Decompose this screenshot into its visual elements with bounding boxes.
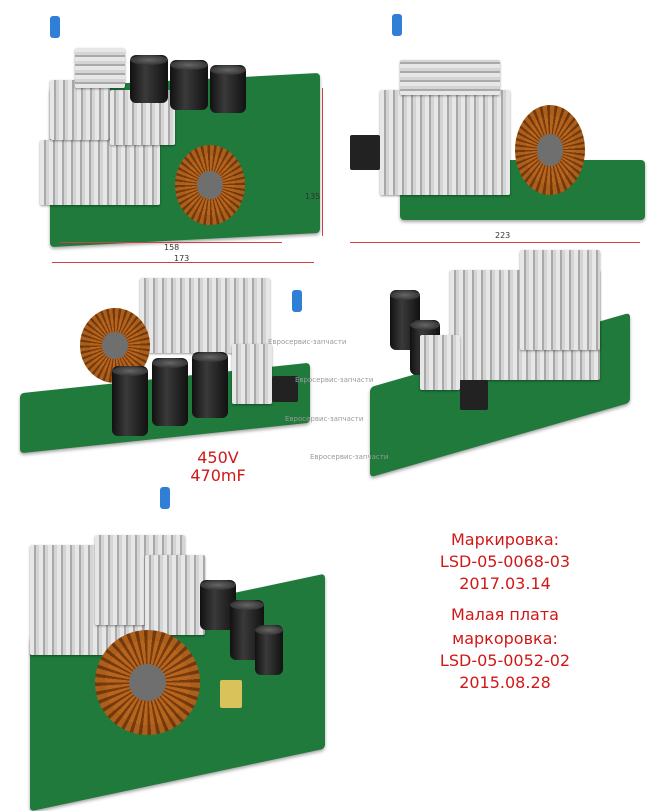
watermark: Евросервис-запчасти xyxy=(285,415,364,423)
relay xyxy=(272,376,298,402)
capacitor xyxy=(255,625,283,675)
capacitor xyxy=(112,366,148,436)
toroidal-inductor xyxy=(515,105,585,195)
capacitor-voltage: 450V xyxy=(197,448,239,467)
toroidal-inductor xyxy=(95,630,200,735)
dimension-label: 223 xyxy=(495,231,511,240)
heatsink xyxy=(75,48,125,88)
heatsink xyxy=(50,80,110,140)
watermark: Евросервис-запчасти xyxy=(295,376,374,384)
heatsink xyxy=(140,278,270,353)
wire-terminal xyxy=(50,16,60,38)
capacitor xyxy=(152,358,188,426)
small-heatsink xyxy=(420,335,460,390)
wire-terminal xyxy=(160,487,170,509)
wire-terminal xyxy=(392,14,402,36)
dimension-line xyxy=(350,242,640,243)
heatsink xyxy=(145,555,205,635)
board-photo-rear-view xyxy=(360,250,655,478)
small-board-label-2: маркоровка: xyxy=(452,629,558,648)
small-board-date: 2015.08.28 xyxy=(459,673,551,692)
board-photo-top-view xyxy=(10,10,330,270)
dimension-label: 173 xyxy=(174,254,190,263)
board-photo-angled-view xyxy=(15,485,335,811)
heatsink xyxy=(380,90,510,195)
small-heatsink xyxy=(232,344,272,404)
marking-label: Маркировка: xyxy=(450,530,560,549)
board-photo-side-view xyxy=(340,10,650,250)
dimension-label: 135 xyxy=(305,192,321,201)
small-board-code: LSD-05-0052-02 xyxy=(439,651,571,670)
small-board-label: Малая плата xyxy=(451,605,559,624)
capacitor xyxy=(130,55,168,103)
wire-terminal xyxy=(292,290,302,312)
marking-date: 2017.03.14 xyxy=(459,574,551,593)
capacitor xyxy=(210,65,246,113)
board-photo-capacitor-side xyxy=(10,268,320,458)
toroidal-inductor xyxy=(175,145,245,225)
transformer xyxy=(220,680,242,708)
marking-code: LSD-05-0068-03 xyxy=(439,552,571,571)
capacitor xyxy=(170,60,208,110)
relay xyxy=(350,135,380,170)
heatsink xyxy=(400,60,500,95)
capacitor xyxy=(192,352,228,418)
heatsink xyxy=(520,250,600,350)
watermark: Евросервис-запчасти xyxy=(310,453,389,461)
dimension-line xyxy=(52,262,314,263)
capacitor-capacitance: 470mF xyxy=(190,466,246,485)
watermark: Евросервис-запчасти xyxy=(268,338,347,346)
dimension-line xyxy=(60,242,282,243)
dimension-line xyxy=(322,88,323,236)
relay xyxy=(460,380,488,410)
dimension-label: 158 xyxy=(164,243,180,252)
heatsink xyxy=(40,140,160,205)
